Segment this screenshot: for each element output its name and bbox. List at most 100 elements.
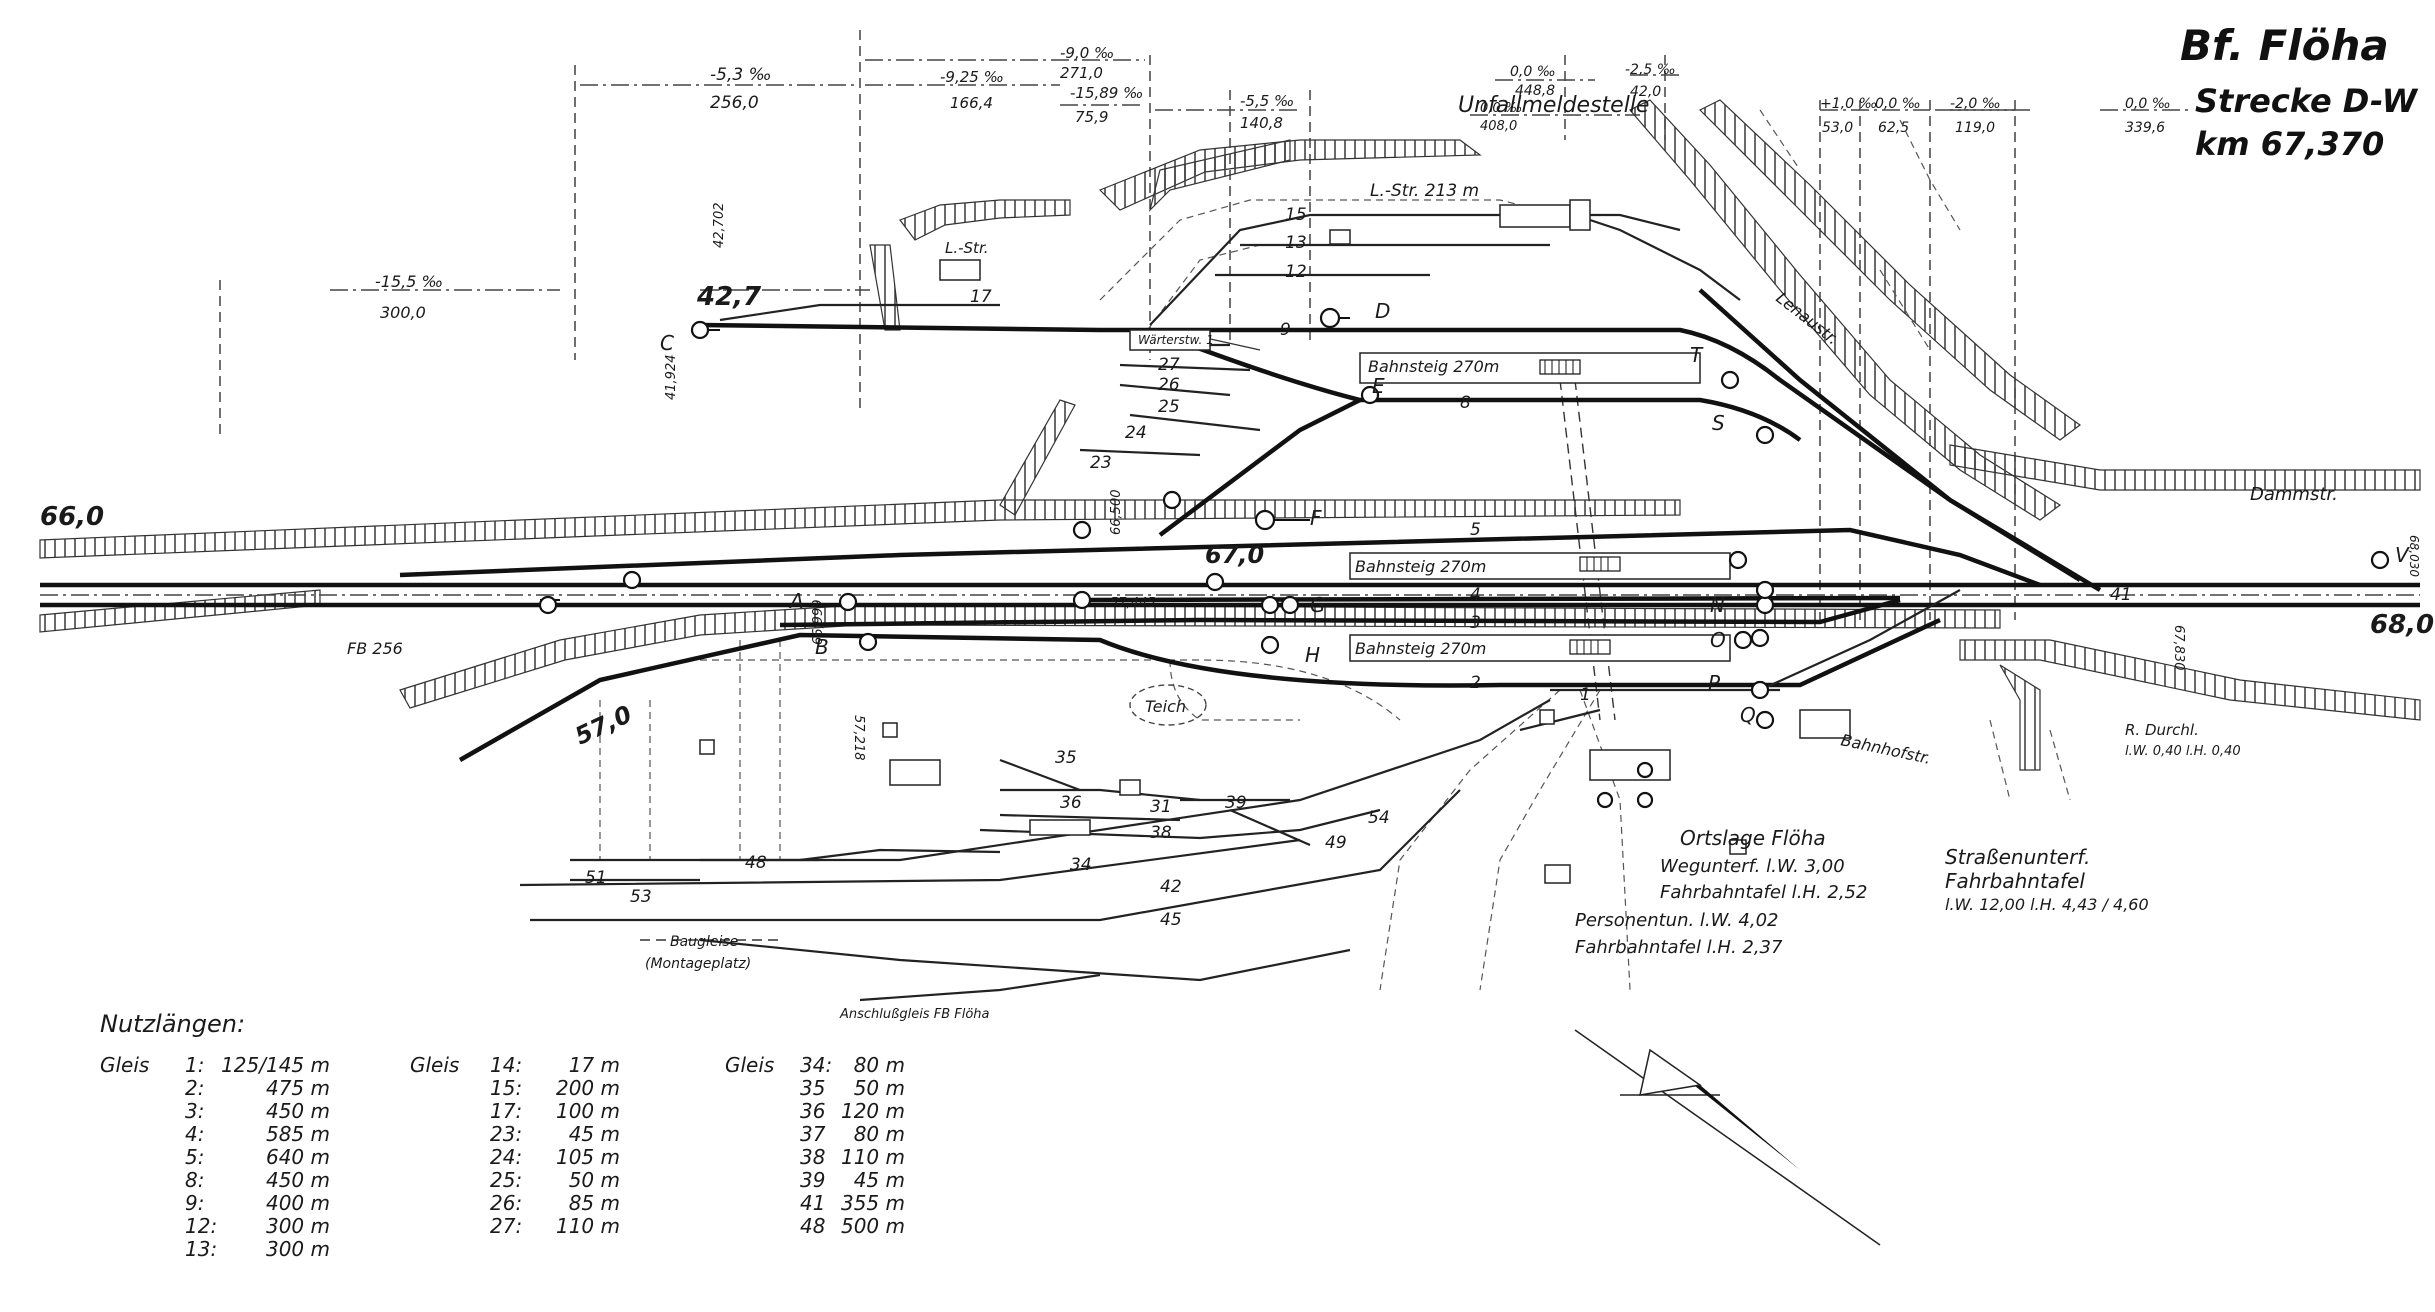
table-length: 80 m [854, 1122, 905, 1146]
grad-7-km: 408,0 [1480, 119, 1517, 134]
signal-s: S [1712, 411, 1775, 445]
signal-label-d: D [1375, 299, 1390, 323]
track-4 [1079, 595, 1901, 603]
platform-1-label: Bahnsteig 270m [1368, 357, 1499, 376]
label-km-57218: 57,218 [851, 715, 866, 761]
signal-label-a: A [788, 589, 804, 613]
table-gleis: 8: [185, 1168, 204, 1192]
track-num-45: 45 [1160, 910, 1182, 930]
table-length: 120 m [841, 1099, 905, 1123]
grad-1-km: 256,0 [710, 93, 759, 113]
table-gleis: 13: [185, 1237, 217, 1261]
building-yard-3 [1029, 819, 1091, 836]
track-24 [1129, 413, 1261, 432]
table-gleis: 12: [185, 1214, 217, 1238]
table-gleis: 14: [490, 1053, 522, 1077]
table-gleis: 39 [800, 1168, 825, 1192]
marker-circle [1596, 791, 1614, 809]
label-l-str: L.-Str. [945, 239, 989, 257]
building-tunnel-2 [1729, 839, 1747, 855]
signal-c: C [660, 320, 720, 355]
signal-b: B [815, 632, 878, 659]
label-personentun: Personentun. l.W. 4,02 [1575, 910, 1779, 931]
table-gleis: 1: [185, 1053, 204, 1077]
table-length: 17 m [569, 1053, 620, 1077]
signal-q: Q [1740, 703, 1775, 730]
signal-label-t: T [1690, 343, 1704, 367]
signal-g: G [1260, 593, 1326, 617]
label-km-670: 67,0 [1205, 541, 1264, 569]
track-num-39: 39 [1225, 793, 1247, 813]
label-fahrbahntafel3: Fahrbahntafel [1945, 869, 2085, 893]
building-bahnhof [1589, 749, 1671, 781]
table-gleis: 3: [185, 1099, 204, 1123]
label-km-66500: 66,500 [1109, 490, 1124, 536]
table-length: 300 m [266, 1237, 330, 1261]
label-fahrbahntafel2: Fahrbahntafel l.H. 2,37 [1575, 937, 1783, 958]
grad-2: -9,0 ‰ [1060, 44, 1114, 62]
signal-label-h: H [1305, 643, 1320, 667]
signals: C D E F G H A B T S N O P Q V [538, 299, 2410, 730]
platform-2-label: Bahnsteig 270m [1355, 557, 1486, 576]
grad-4: -15,89 ‰ [1070, 84, 1143, 102]
track-num-49: 49 [1325, 833, 1347, 853]
label-km-57445: 57,445 [1110, 596, 1156, 611]
grad-8-km: 42,0 [1630, 84, 1661, 100]
track-numbers: 1 2 3 4 5 8 9 12 13 15 17 23 24 25 26 27… [585, 205, 2132, 930]
signal-e: E [1360, 374, 1385, 405]
platform-1 [1359, 352, 1701, 384]
table-length: 50 m [854, 1076, 905, 1100]
track-anschluss [859, 973, 1101, 1002]
track-31 [1000, 788, 1201, 802]
building-yard-2 [1119, 779, 1141, 796]
track-num-24: 24 [1125, 423, 1147, 443]
signal-t: T [1690, 343, 1740, 390]
table-length: 110 m [556, 1214, 620, 1238]
track-2 [458, 617, 1941, 762]
signal-v: V [2370, 543, 2410, 570]
track-5 [399, 527, 2041, 588]
signal-label-q: Q [1740, 703, 1756, 727]
track-num-34: 34 [1070, 855, 1092, 875]
label-r-durchl: R. Durchl. [2125, 721, 2199, 739]
label-km-66999: 66,999 [811, 600, 826, 646]
track-41 [1698, 288, 2082, 582]
buildings [699, 199, 1851, 884]
signal-label-b: B [815, 635, 829, 659]
platform-2 [1349, 552, 1731, 580]
table-gleis: 25: [490, 1168, 522, 1192]
table-gleis: 4: [185, 1122, 204, 1146]
label-strassenunterf: Straßenunterf. [1945, 845, 2090, 869]
table-gleis: 41 [800, 1191, 825, 1215]
track-42 [570, 699, 1551, 862]
track-num-15: 15 [1285, 205, 1307, 225]
embankments [39, 99, 2421, 771]
signal-p: P [1708, 671, 1770, 700]
table-gleis: 17: [490, 1099, 522, 1123]
main-tracks [40, 208, 2420, 1002]
table-gleis-prefix: Gleis [100, 1053, 149, 1077]
label-teich: Teich [1145, 697, 1186, 716]
track-num-54: 54 [1368, 808, 1390, 828]
grad-12: 0,0 ‰ [2125, 96, 2171, 112]
building-yard-1 [889, 759, 941, 786]
label-l-str-213: L.-Str. 213 m [1370, 181, 1479, 201]
label-wegunterf: Wegunterf. l.W. 3,00 [1660, 856, 1845, 877]
signal-a: A [538, 589, 858, 615]
line-title: Strecke D-W [2195, 82, 2419, 120]
table-gleis: 26: [490, 1191, 522, 1215]
signal-label-v: V [2395, 543, 2410, 567]
grad-7: 0,0 ‰ [1480, 101, 1522, 116]
track-num-4: 4 [1470, 585, 1481, 605]
table-gleis: 15: [490, 1076, 522, 1100]
table-length: 110 m [841, 1145, 905, 1169]
table-gleis: 27: [490, 1214, 522, 1238]
track-num-38: 38 [1150, 823, 1172, 843]
table-length: 450 m [266, 1168, 330, 1192]
track-23 [1079, 448, 1201, 457]
signal-label-e: E [1372, 374, 1385, 398]
track-9 [699, 322, 2102, 592]
